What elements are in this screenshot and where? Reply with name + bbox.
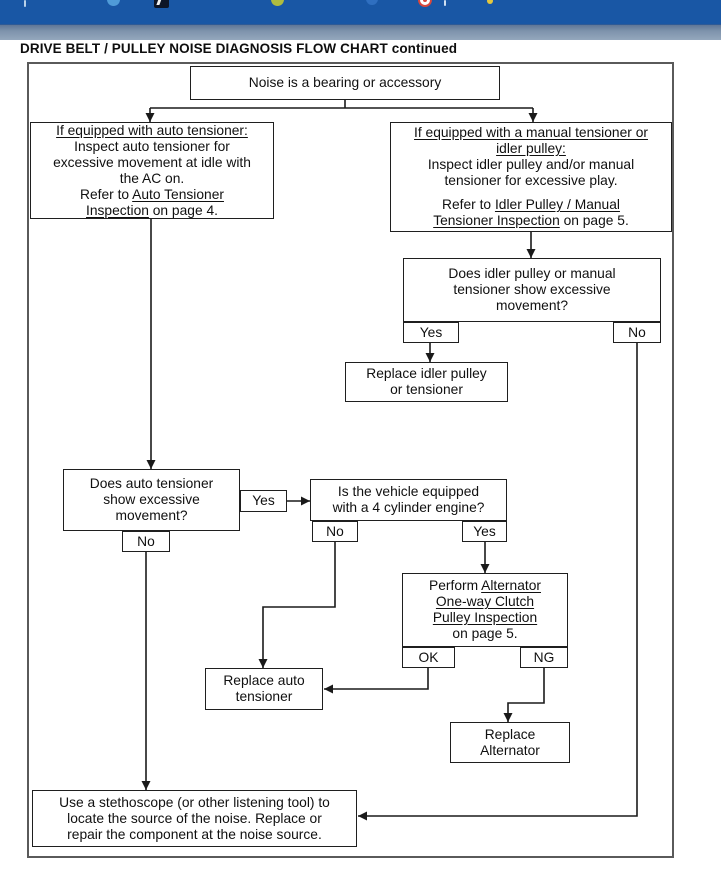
flow-node-noise: Noise is a bearing or accessory [190, 66, 500, 100]
blue-orb-2-icon[interactable] [366, 0, 378, 5]
separator-2-icon[interactable] [444, 0, 446, 6]
flow-node-no-auto: No [122, 531, 170, 552]
dark-badge-icon[interactable] [154, 0, 169, 8]
toolbar-sub-bar [0, 24, 721, 40]
green-orb-icon[interactable] [271, 0, 284, 6]
flow-node-ng-tag: NG [520, 647, 568, 668]
app-toolbar [0, 0, 721, 24]
yellow-orb-icon[interactable] [487, 0, 493, 4]
flow-node-stethoscope: Use a stethoscope (or other listening to… [32, 790, 357, 847]
red-lifebuoy-icon-ring [420, 0, 430, 5]
page-title: DRIVE BELT / PULLEY NOISE DIAGNOSIS FLOW… [20, 41, 458, 56]
flow-node-no-4cyl: No [312, 521, 358, 542]
flowchart-border [27, 62, 674, 858]
flow-node-no-idler: No [613, 322, 661, 343]
flow-node-yes-idler: Yes [403, 322, 459, 343]
flow-node-ok-tag: OK [402, 647, 455, 668]
flow-node-auto-tensioner: If equipped with auto tensioner:Inspect … [30, 122, 274, 219]
blue-orb-icon[interactable] [107, 0, 120, 6]
flow-node-yes-auto: Yes [240, 490, 287, 512]
flow-node-yes-4cyl: Yes [462, 521, 507, 542]
red-lifebuoy-icon[interactable] [418, 0, 432, 7]
red-lifebuoy-icon-core [423, 0, 427, 2]
separator-icon[interactable] [24, 0, 26, 7]
